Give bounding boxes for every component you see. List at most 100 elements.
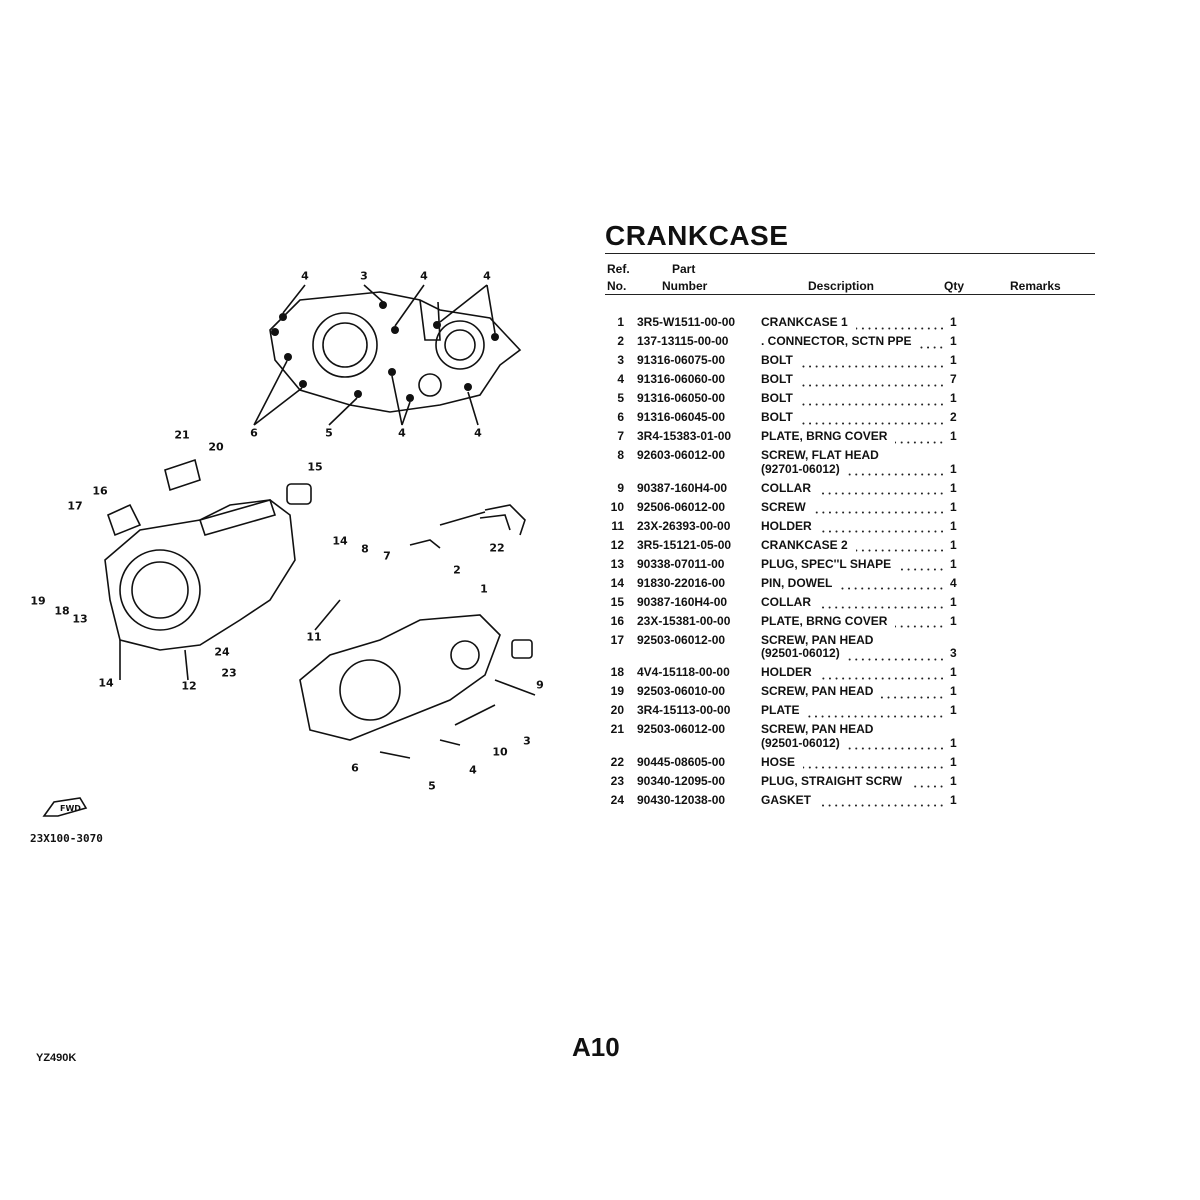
ref-number: 18 [610,665,624,679]
page-number: A10 [572,1032,620,1062]
description-line: CRANKCASE 1 [761,315,949,330]
description-line: BOLT [761,353,949,368]
description-text: BOLT [761,353,793,367]
part-number: 3R4-15113-00-00 [637,703,731,717]
part-number: 3R5-15121-05-00 [637,537,732,552]
ref-number: 22 [610,754,624,769]
part-number: 92506-06012-00 [637,499,726,514]
description-line: PLATE, BRNG COVER [761,614,949,628]
callout-number: 24 [214,645,230,659]
page-title: CRANKCASE [605,220,789,251]
description: CRANKCASE 1 [761,315,949,330]
description-text: COLLAR [761,594,811,609]
callout-number: 23 [221,666,237,680]
description-text: PLATE [761,703,800,717]
description-text: SCREW, PAN HEAD [761,722,874,736]
table-row: 24 90430-12038-00 GASKET 1 [600,792,1020,807]
part-number: 3R5-W1511-00-00 [637,315,736,329]
description-text: HOSE [761,754,796,769]
quantity: 1 [950,518,957,533]
dot-leader [803,759,945,769]
part-number: 92503-06010-00 [637,684,726,698]
quantity: 3 [950,646,957,660]
callout-number: 7 [383,549,391,563]
description-line: SCREW, PAN HEAD [761,633,949,648]
description-text: . CONNECTOR, SCTN PPE [761,334,912,348]
description: SCREW [761,499,949,514]
description: SCREW, FLAT HEAD(92701-06012) [761,448,949,476]
quantity: 1 [950,353,957,367]
dot-leader [840,580,945,590]
part-number: 91830-22016-00 [637,575,726,590]
callout-number: 17 [67,499,83,513]
description: HOLDER [761,665,949,680]
description: CRANKCASE 2 [761,538,949,552]
ref-number: 6 [617,410,624,424]
model-code: YZ490K [36,1052,77,1064]
part-number: 90387-160H4-00 [637,480,728,495]
quantity: 1 [950,773,957,788]
part-number: 90430-12038-00 [637,792,726,807]
part-number: 91316-06060-00 [637,372,726,386]
ref-number: 12 [610,537,624,552]
header-part-1: Part [672,262,696,276]
description-text: GASKET [761,792,812,807]
dot-leader [800,395,945,406]
ref-number: 19 [610,684,624,698]
description-line: COLLAR [761,594,949,609]
dot-leader [919,338,945,349]
ref-number: 24 [610,792,624,807]
description-text: SCREW [761,499,806,514]
description-text: BOLT [761,391,793,405]
part-number: 23X-15381-00-00 [637,613,731,628]
description-text: (92701-06012) [761,461,840,476]
quantity: 1 [950,684,957,698]
description-text: (92501-06012) [761,735,840,750]
quantity: 1 [950,754,957,769]
dot-leader [899,561,945,571]
callout-number: 21 [174,428,190,442]
description-text: PLUG, SPEC''L SHAPE [761,556,892,571]
quantity: 1 [950,461,957,476]
callout-number: 4 [398,426,406,440]
description-line: COLLAR [761,481,949,495]
description-line: HOLDER [761,665,949,680]
description-text: HOLDER [761,518,812,533]
description-line: PLATE, BRNG COVER [761,429,949,444]
callout-number: 13 [72,612,88,626]
description: COLLAR [761,594,949,609]
description: PLATE, BRNG COVER [761,614,949,628]
dot-leader [819,485,945,495]
description-line: . CONNECTOR, SCTN PPE [761,334,949,349]
header-qty: Qty [944,279,965,293]
ref-number: 3 [617,353,624,367]
description-line: PLUG, SPEC''L SHAPE [761,556,949,571]
part-number: 91316-06045-00 [637,410,726,424]
description-text: (92501-06012) [761,646,840,660]
description: PLUG, STRAIGHT SCRW [761,774,949,788]
description-line: BOLT [761,410,949,425]
header-remarks: Remarks [1010,279,1061,293]
quantity: 1 [950,613,957,628]
ref-number: 10 [610,499,624,514]
part-number: 92503-06012-00 [637,722,726,736]
dot-leader [819,669,945,680]
quantity: 1 [950,792,957,807]
dot-leader [800,414,945,425]
description: COLLAR [761,481,949,495]
quantity: 7 [950,372,957,386]
dot-leader [819,797,945,807]
callout-number: 5 [428,779,436,793]
quantity: 1 [950,334,957,348]
callout-number: 1 [480,582,488,596]
